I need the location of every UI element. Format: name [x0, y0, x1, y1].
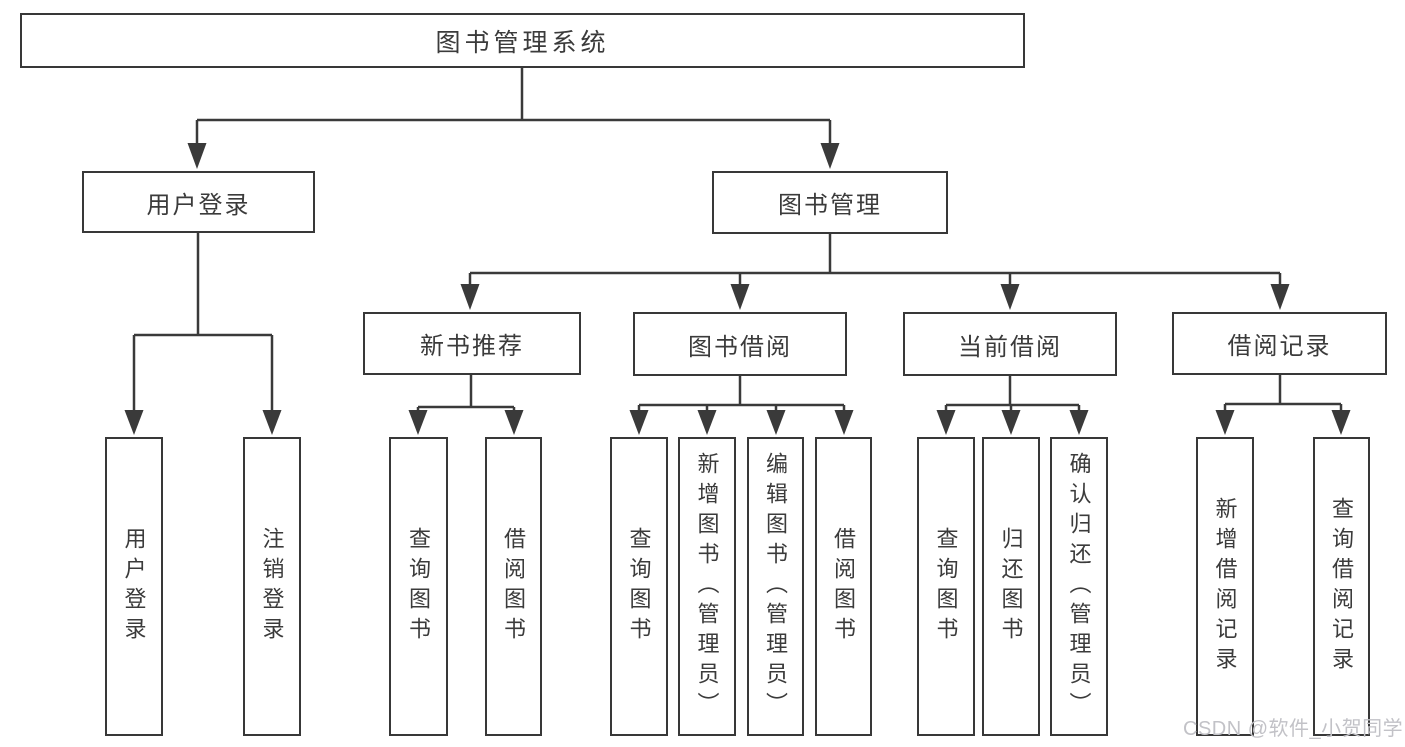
arrowhead-icon [730, 284, 750, 310]
arrowhead-icon [460, 284, 480, 310]
leaf-current-confirm-admin: 确认归还（管理员） [1050, 437, 1108, 736]
node-user-login: 用户登录 [82, 171, 315, 233]
arrowhead-icon [1069, 410, 1089, 435]
arrowhead-icon [408, 410, 428, 435]
node-label: 借阅记录 [1227, 333, 1332, 360]
arrowhead-icon [187, 143, 207, 169]
node-label: 查询图书 [933, 526, 959, 647]
leaf-user-login: 用户登录 [105, 437, 163, 736]
node-label: 编辑图书（管理员） [763, 451, 789, 722]
connector-user-login-children [124, 232, 282, 435]
connector-book-borrowing-children [629, 376, 854, 435]
leaf-record-add: 新增借阅记录 [1196, 437, 1254, 736]
node-label: 注销登录 [259, 526, 285, 647]
node-label: 确认归还（管理员） [1066, 451, 1092, 722]
arrowhead-icon [936, 410, 956, 435]
arrowhead-icon [1001, 410, 1021, 435]
leaf-newbook-borrow: 借阅图书 [485, 437, 542, 736]
csdn-watermark: CSDN @软件_小贺同学 [1183, 718, 1404, 740]
node-book-borrowing: 图书借阅 [633, 312, 847, 376]
arrowhead-icon [834, 410, 854, 435]
node-label: 图书管理 [778, 192, 882, 219]
arrowhead-icon [820, 143, 840, 169]
arrowhead-icon [504, 410, 524, 435]
node-label: 用户登录 [146, 191, 251, 219]
leaf-current-return: 归还图书 [982, 437, 1040, 736]
node-label: 当前借阅 [958, 333, 1062, 361]
node-label: 新增图书（管理员） [694, 451, 720, 722]
arrowhead-icon [124, 410, 144, 435]
arrowhead-icon [629, 410, 649, 435]
connector-new-book-recommend-children [408, 374, 524, 435]
node-label: 借阅图书 [831, 526, 857, 647]
leaf-borrow-query: 查询图书 [610, 437, 668, 736]
node-borrowing-records: 借阅记录 [1172, 312, 1387, 375]
connector-root-to-level2 [187, 67, 840, 169]
arrowhead-icon [1270, 284, 1290, 310]
node-label: 查询借阅记录 [1329, 496, 1355, 677]
leaf-logout-login: 注销登录 [243, 437, 301, 736]
leaf-borrow-borrow: 借阅图书 [815, 437, 872, 736]
arrowhead-icon [1000, 284, 1020, 310]
leaf-borrow-edit-admin: 编辑图书（管理员） [747, 437, 804, 736]
connector-borrowing-records-children [1215, 374, 1351, 435]
connector-book-management-children [460, 233, 1290, 310]
leaf-borrow-add-admin: 新增图书（管理员） [678, 437, 736, 736]
node-label: 新书推荐 [420, 333, 524, 360]
node-current-borrowing: 当前借阅 [903, 312, 1117, 376]
node-new-book-recommend: 新书推荐 [363, 312, 581, 375]
arrowhead-icon [262, 410, 282, 435]
node-label: 查询图书 [406, 526, 432, 647]
node-label: 图书管理系统 [435, 28, 610, 57]
node-root: 图书管理系统 [20, 13, 1025, 68]
node-label: 归还图书 [998, 526, 1024, 647]
leaf-current-query: 查询图书 [917, 437, 975, 736]
arrowhead-icon [766, 410, 786, 435]
node-label: 新增借阅记录 [1212, 496, 1238, 677]
node-label: 用户登录 [121, 526, 147, 647]
arrowhead-icon [1331, 410, 1351, 435]
node-label: 查询图书 [626, 526, 652, 647]
leaf-record-query: 查询借阅记录 [1313, 437, 1370, 736]
node-label: 借阅图书 [501, 526, 527, 647]
connector-current-borrowing-children [936, 376, 1089, 435]
leaf-newbook-query: 查询图书 [389, 437, 448, 736]
node-label: 图书借阅 [688, 333, 792, 361]
node-book-management: 图书管理 [712, 171, 948, 234]
arrowhead-icon [697, 410, 717, 435]
arrowhead-icon [1215, 410, 1235, 435]
